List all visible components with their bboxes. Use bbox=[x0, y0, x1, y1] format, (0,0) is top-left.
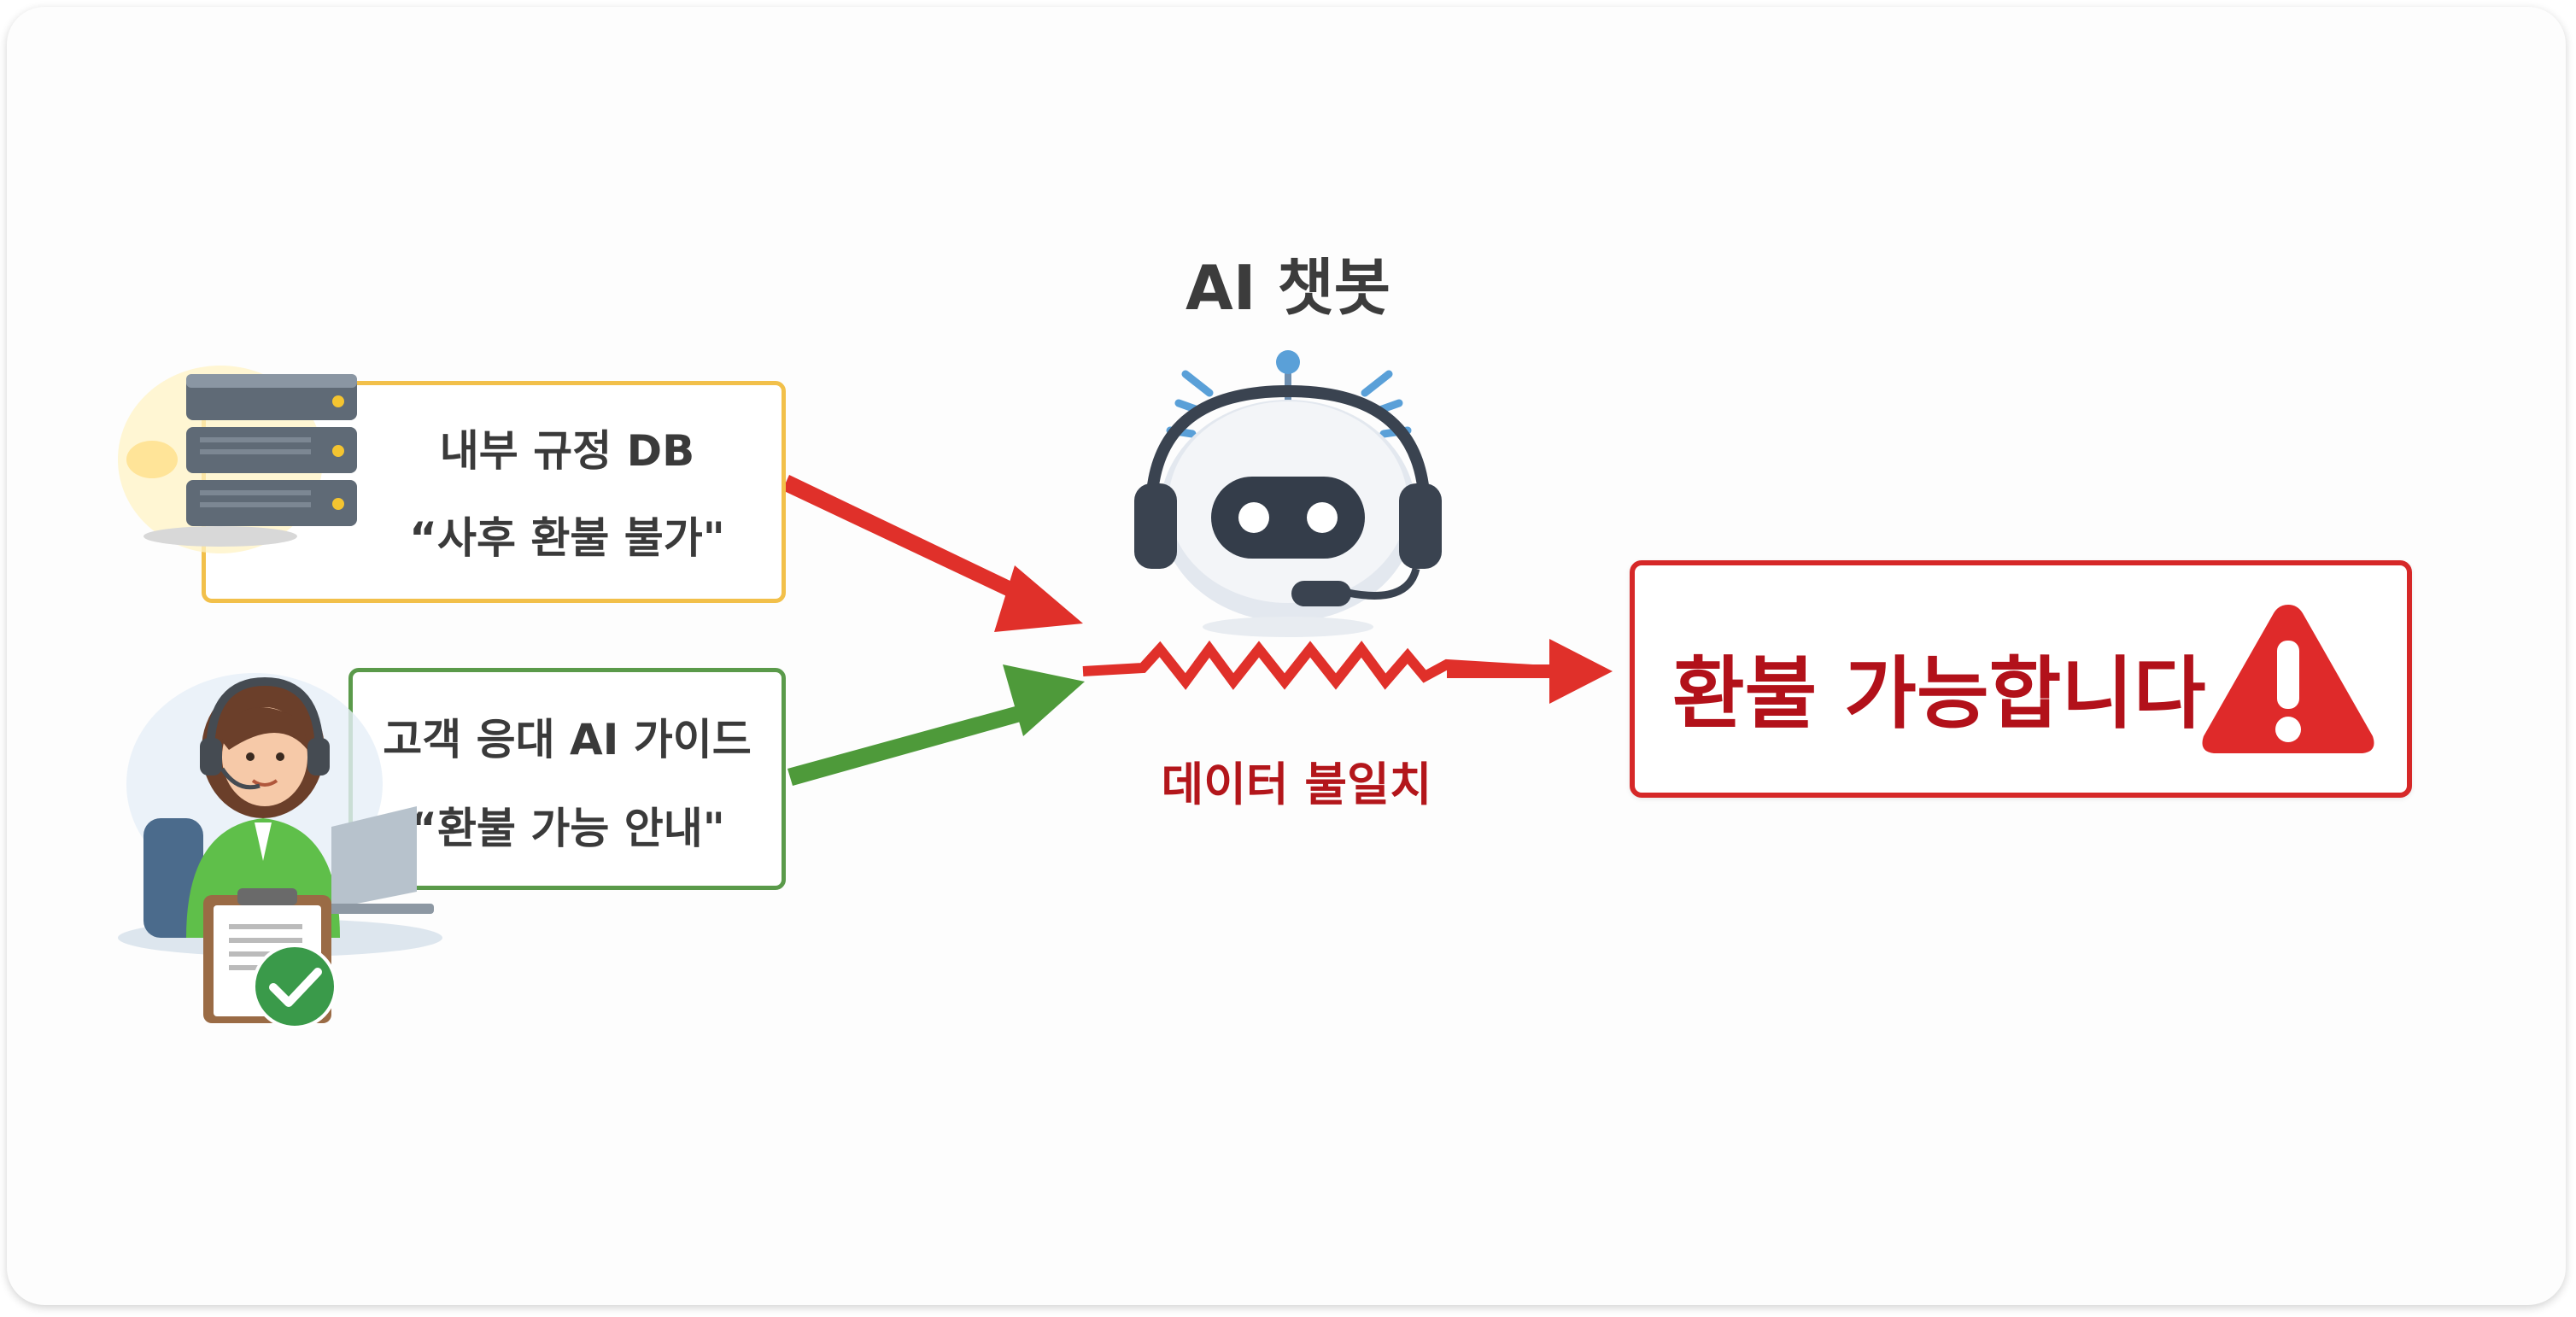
robot-headset-icon bbox=[1134, 350, 1442, 637]
bot-title: AI 챗봇 bbox=[1185, 252, 1391, 324]
guide-source-title: 고객 응대 AI 가이드 bbox=[383, 715, 752, 764]
guide-source-box bbox=[348, 668, 786, 890]
warning-icon bbox=[2202, 605, 2374, 753]
db-source-title: 내부 규정 DB bbox=[439, 426, 695, 476]
mismatch-zigzag-arrow bbox=[1082, 639, 1613, 704]
diagram-canvas: 내부 규정 DB “사후 환불 불가" 고객 응대 AI 가이드 “환불 가능 … bbox=[7, 7, 2566, 1305]
result-text: 환불 가능합니다 bbox=[1672, 648, 2206, 740]
db-source-quote: “사후 환불 불가" bbox=[409, 513, 725, 563]
guide-to-bot-arrow bbox=[787, 664, 1085, 786]
guide-source-quote: “환불 가능 안내" bbox=[409, 804, 725, 853]
server-icon bbox=[118, 366, 357, 553]
clipboard-check-icon bbox=[252, 944, 337, 1029]
db-to-bot-arrow bbox=[782, 475, 1083, 632]
flow-arrows bbox=[782, 475, 1613, 786]
support-agent-icon bbox=[118, 673, 442, 1023]
mismatch-label: 데이터 불일치 bbox=[1161, 758, 1432, 811]
